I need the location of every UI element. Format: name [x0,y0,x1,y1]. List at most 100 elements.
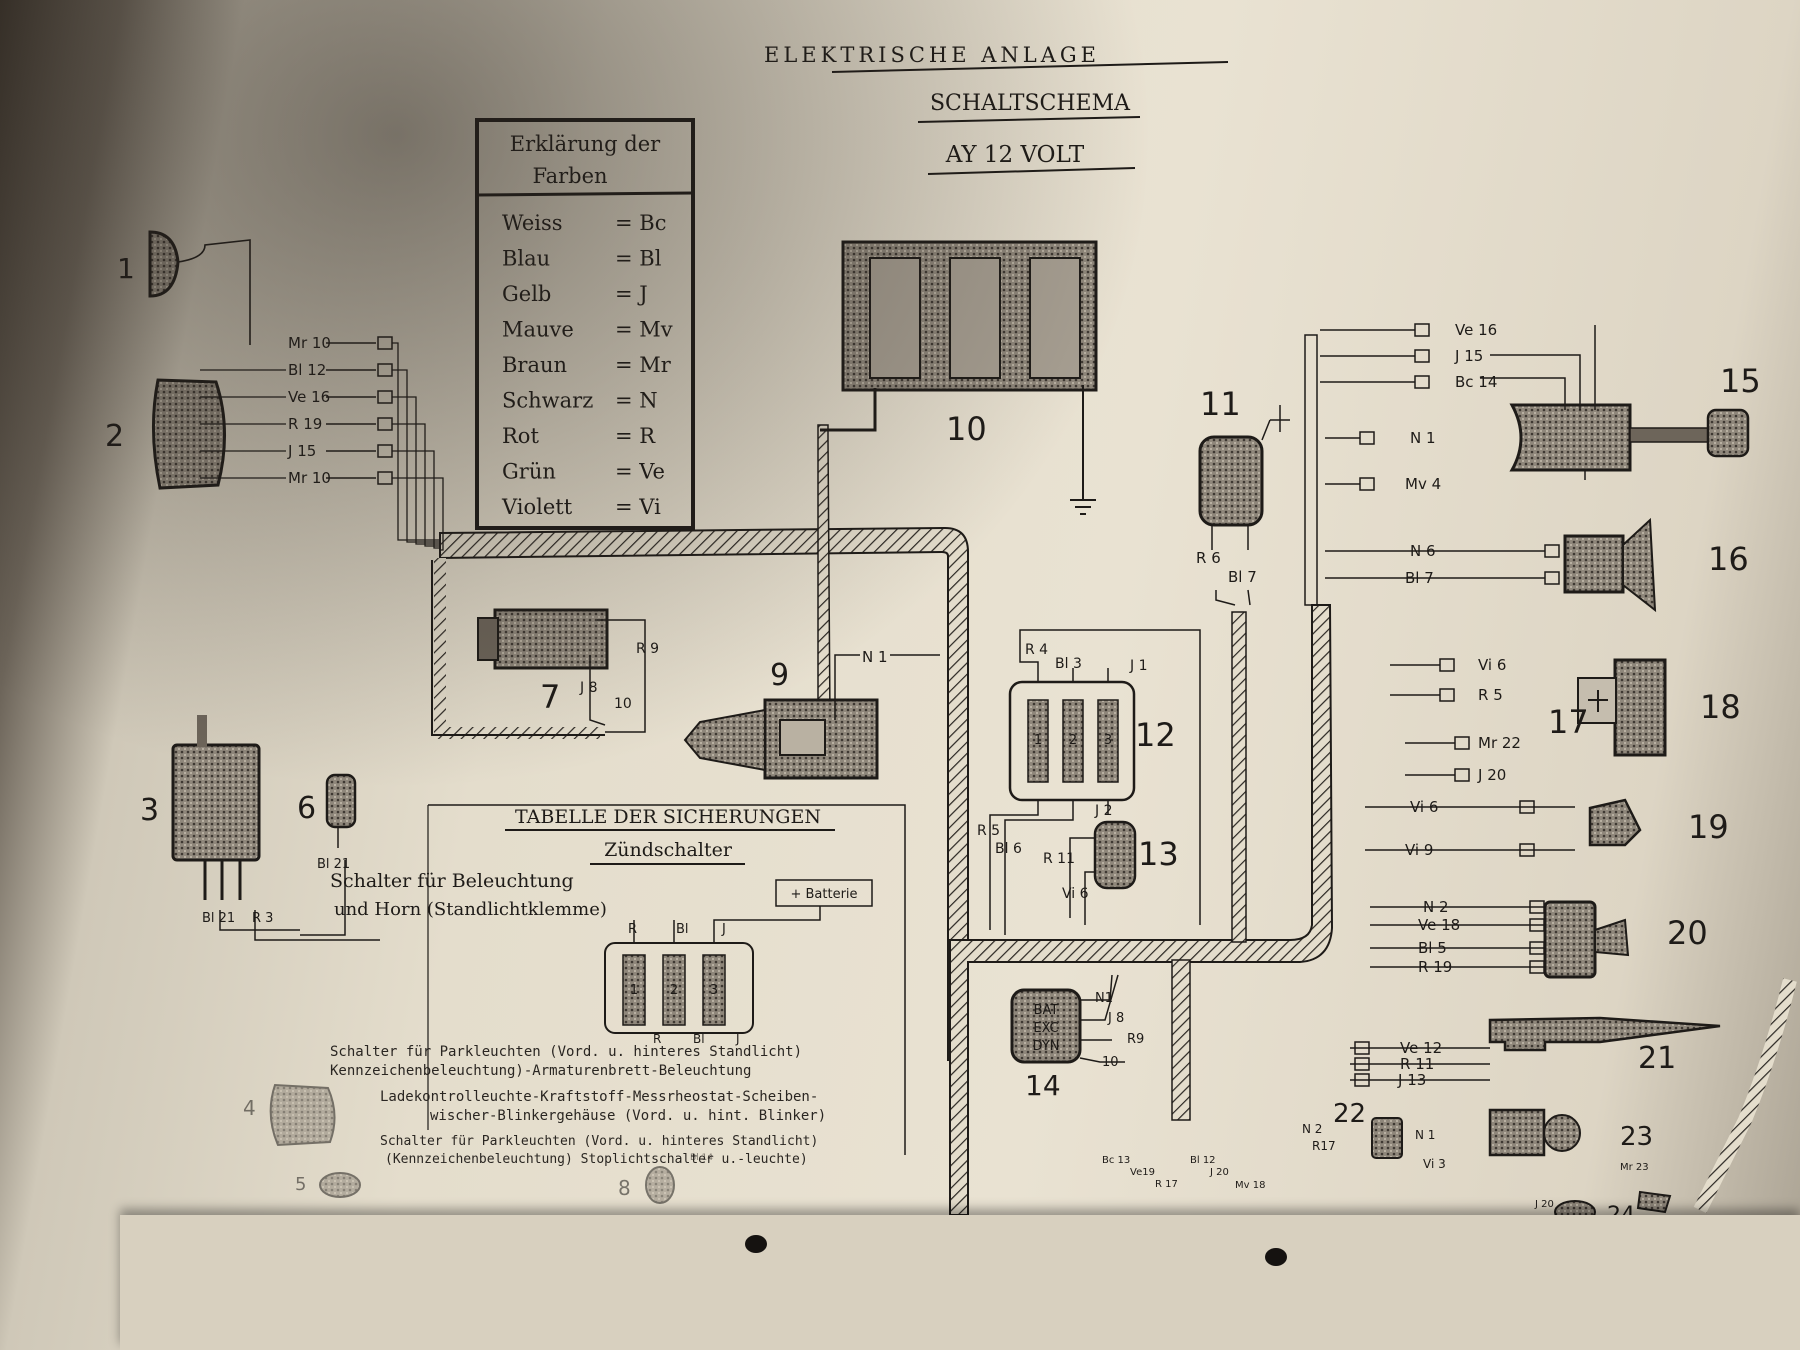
label-c8: 8 [618,1176,631,1200]
wire-connector [1529,960,1545,974]
wire-connector [1544,571,1560,585]
wire-label: J 15 [1454,347,1483,365]
fuse12-num-3: 3 [1104,733,1112,748]
legend-color-code: = Ve [615,460,665,484]
generator-7 [477,608,646,733]
wire-bl14: Bl 14 [690,1153,713,1163]
label-c13: 13 [1138,835,1179,873]
fuse-table: TABELLE DER SICHERUNGEN Zündschalter + B… [330,804,906,1167]
indicator-6 [300,773,357,936]
wire-bl3: Bl 3 [1055,656,1082,672]
label-c19: 19 [1688,808,1729,846]
wire-connector [377,390,393,404]
legend-color-name: Grün [502,460,556,484]
c22-wire-n2: N 2 [1302,1122,1322,1136]
flasher-11 [1198,405,1290,606]
wire-label: Ve 16 [1455,321,1497,339]
regulator-14: BAT EXC DYN [1010,974,1125,1064]
fuse-bot-j: J [735,1032,740,1046]
wire-r5: R 5 [977,823,1000,839]
wire-connector [1529,941,1545,955]
legend-color-name: Blau [502,247,550,271]
fuse12-num-1: 1 [1034,733,1042,748]
battery-label: + Batterie [790,887,857,902]
wire-bl21-c6: Bl 21 [317,857,350,872]
diagram-title: ELEKTRISCHE ANLAGE [764,43,1100,67]
battery-10 [820,240,1098,515]
switch-24 [1554,1190,1672,1224]
headlamp-1 [148,230,251,345]
label-c10: 10 [946,410,987,448]
wire-connector [1439,658,1455,672]
label-c15: 15 [1720,362,1761,400]
starter-9 [683,654,940,780]
label-c1: 1 [117,252,135,285]
legend-color-code: = N [615,389,658,413]
reg-wire-j8: J 8 [1107,1011,1124,1026]
wire-r6-c11: R 6 [1196,549,1221,567]
wire-connector [1454,768,1470,782]
legend-color-name: Mauve [502,318,574,342]
wire-label: Vi 6 [1478,656,1506,674]
fuse-desc-2b: wischer-Blinkergehäuse (Vord. u. hint. B… [430,1108,826,1124]
binder-hole-1 [745,1235,767,1253]
fuse-desc-1a: Schalter für Parkleuchten (Vord. u. hint… [330,1044,802,1060]
faded-components: 4 5 8 Bl 14 [243,1083,713,1204]
wire-route [392,396,440,545]
wire-label: N 1 [1410,429,1436,447]
legend-title-1: Erklärung der [510,132,661,156]
label-c5: 5 [295,1174,306,1195]
wire-vi6: Vi 6 [1062,886,1089,902]
legend-color-code: = J [615,282,648,306]
label-c3: 3 [140,793,159,828]
bottom-wire-label: Mv 18 [1235,1180,1265,1191]
binder-edge [120,1215,1800,1350]
label-c14: 14 [1025,1069,1061,1102]
wire-connector [1414,375,1430,389]
bottom-wire-label: Ve19 [1130,1167,1155,1178]
wire-route [392,477,444,551]
label-c12: 12 [1135,716,1176,754]
wire-j2: J 2 [1094,803,1113,819]
lamp-20 [1543,900,1630,979]
c22-wire-n1: N 1 [1415,1128,1435,1142]
reg-wire-10: 10 [1102,1055,1119,1070]
wire-connector [1519,843,1535,857]
label-c4: 4 [243,1096,256,1120]
lamp-19 [1588,798,1642,847]
wire-label: Mr 10 [288,469,331,487]
c22-wire-vi3: Vi 3 [1423,1157,1446,1171]
wire-connector [1414,349,1430,363]
legend-color-name: Braun [502,353,567,377]
bottom-wire-label: Bl 12 [1190,1155,1216,1166]
wire-connector [1529,918,1545,932]
wire-connector [1354,1041,1370,1055]
binder-hole-2 [1265,1248,1287,1266]
wire-label: Ve 16 [288,388,330,406]
legend-color-code: = Mv [615,318,673,342]
bottom-wire-label: R 17 [1155,1179,1178,1190]
wire-j20-c24: J 20 [1534,1199,1554,1210]
legend-color-code: = Bl [615,247,662,271]
reg-wire-n1: N1 [1095,991,1113,1006]
fuse12-num-2: 2 [1069,733,1077,748]
legend-color-code: = R [615,424,656,448]
label-c16: 16 [1708,540,1749,578]
label-c17: 17 [1548,703,1589,741]
wire-route [392,450,440,549]
wire-j1: J 1 [1129,658,1148,674]
wire-label: Mr 22 [1478,734,1521,752]
horn-16 [1563,517,1657,613]
fusebox-12: 1 2 3 [989,629,1201,935]
diagram-subtitle: SCHALTSCHEMA [930,91,1131,116]
switch-15 [1480,325,1750,480]
wire-n1-c9: N 1 [862,648,888,666]
legend-color-name: Violett [501,495,573,519]
fuse-top-bl: Bl [676,922,689,937]
coil-3 [171,715,380,941]
fuse-top-r: R [628,922,637,937]
